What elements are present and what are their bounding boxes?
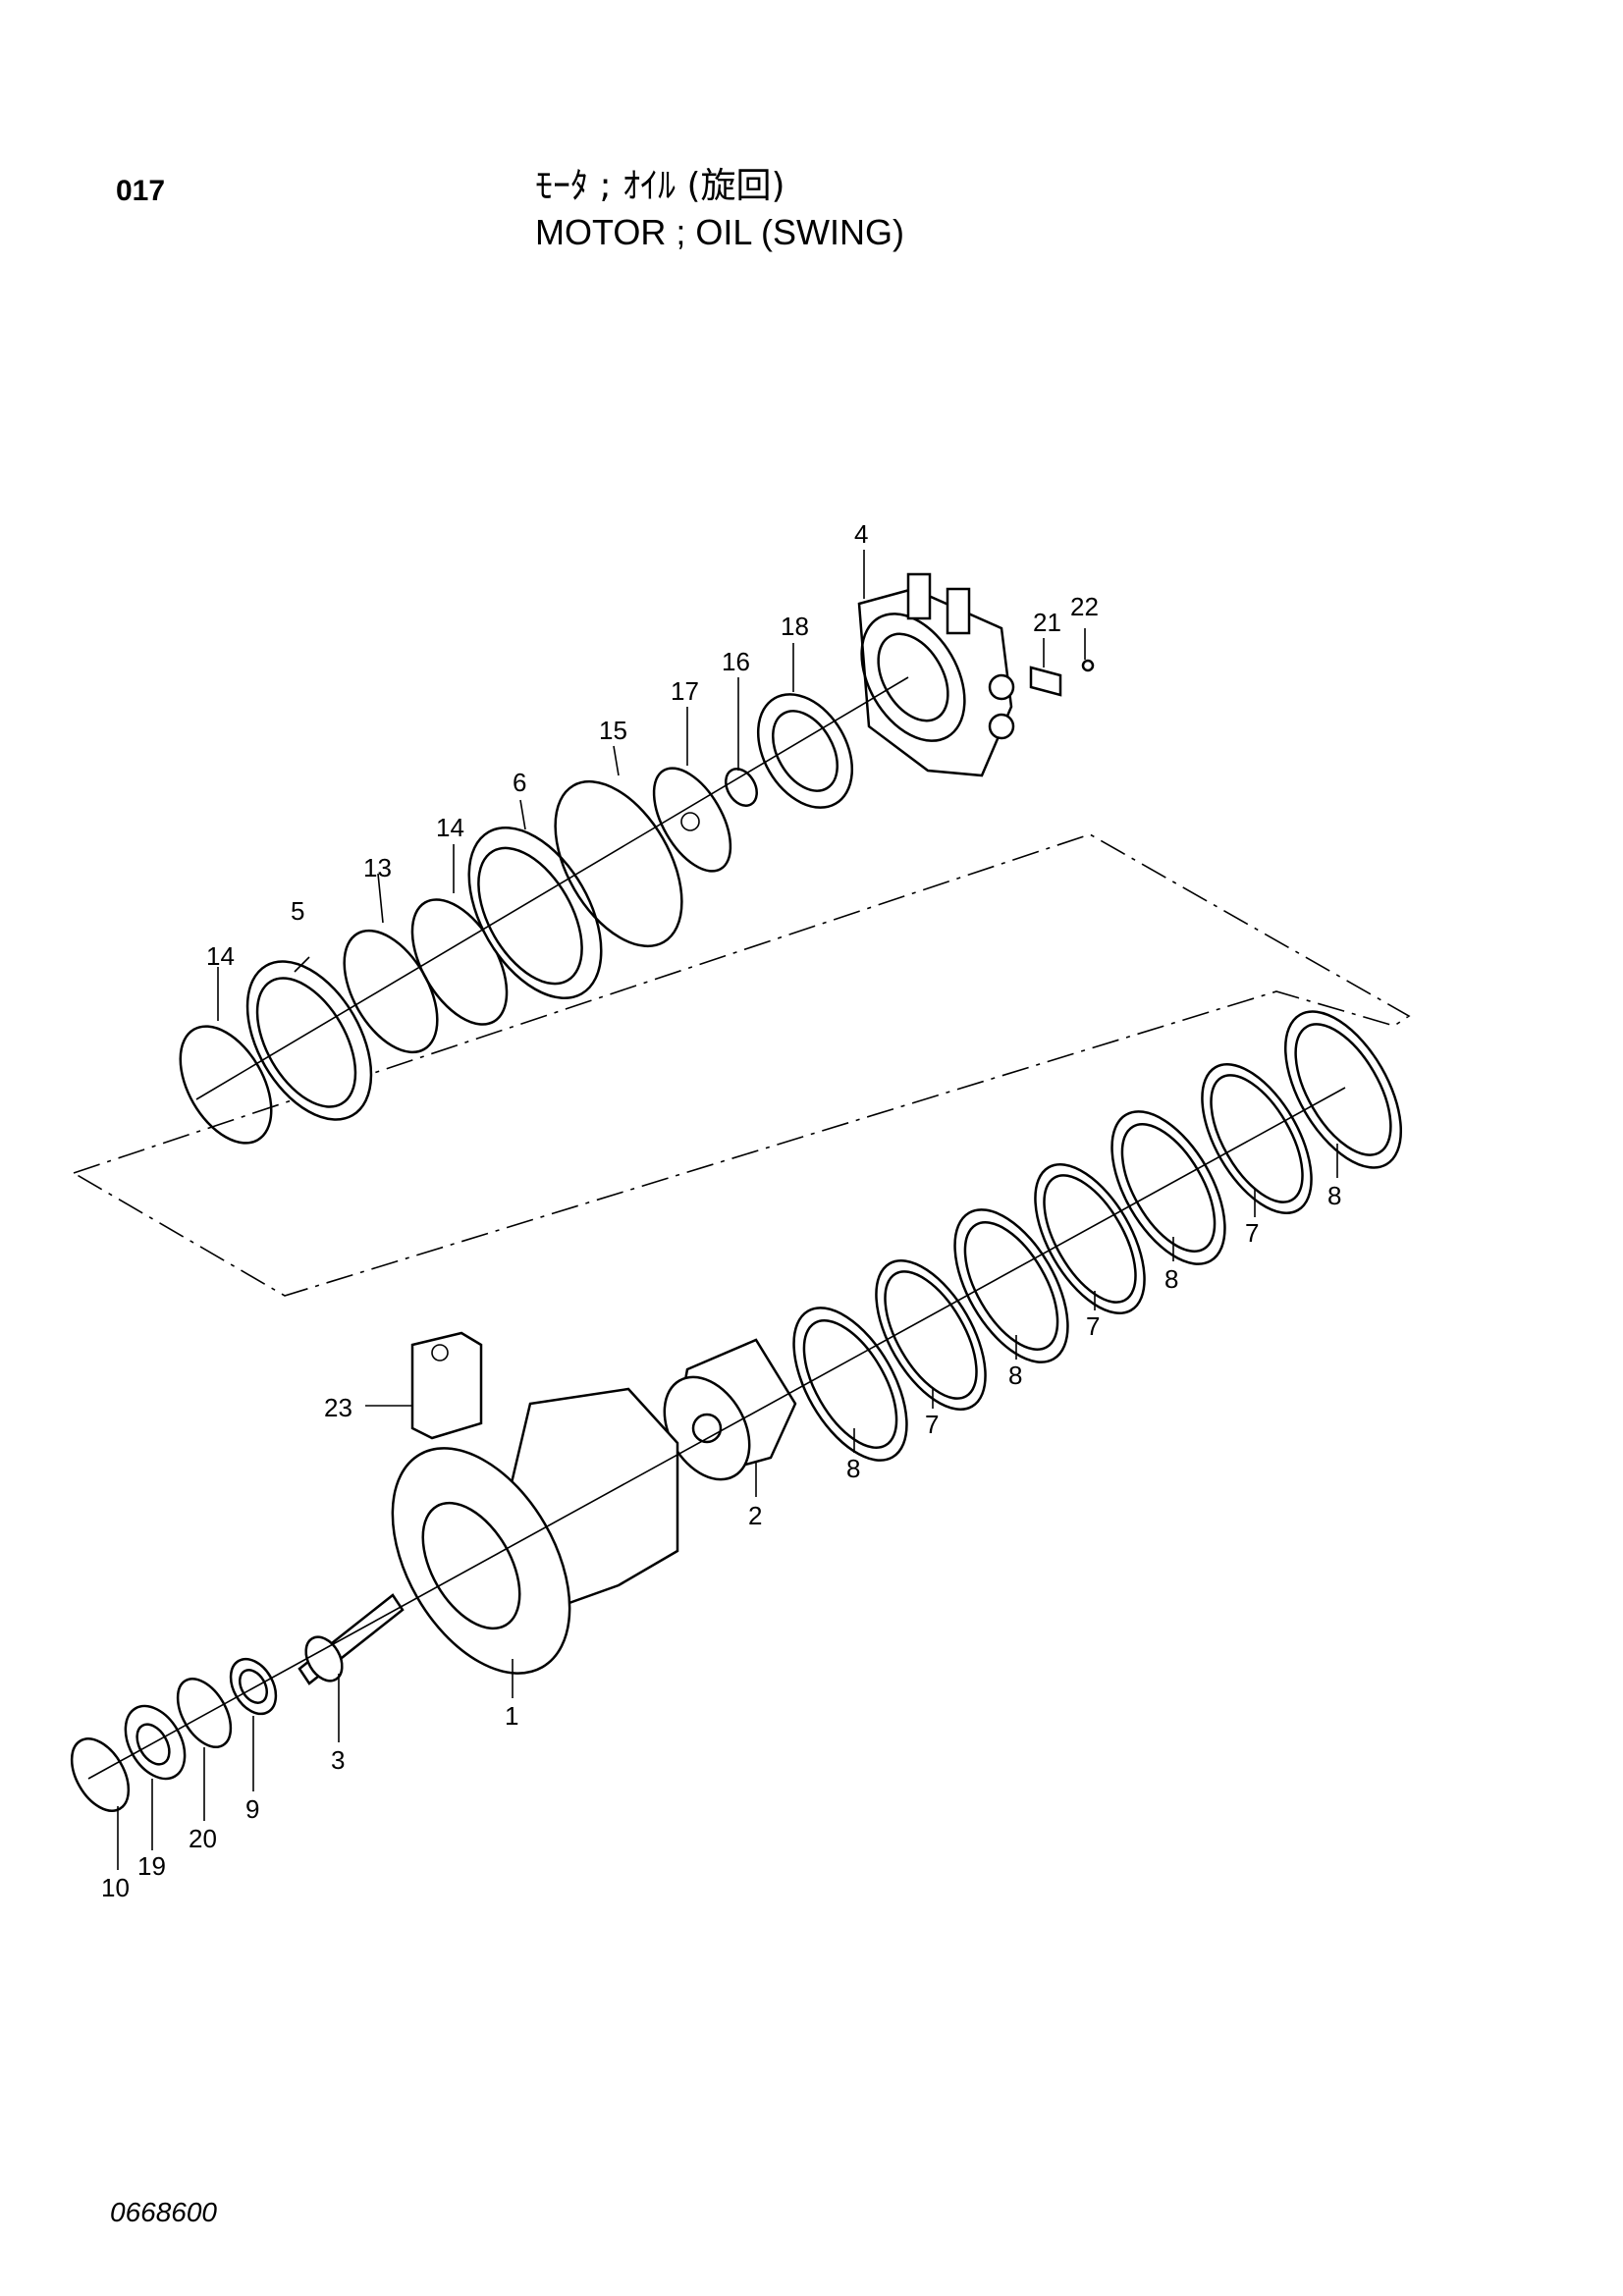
callout-2: 2 — [748, 1501, 762, 1530]
callout-6: 6 — [513, 768, 526, 797]
part-16-bearing — [725, 768, 758, 807]
callout-7-c: 7 — [1245, 1218, 1259, 1248]
callout-leaders — [117, 550, 1338, 1870]
part-1-housing — [391, 1387, 679, 1675]
part-5-ring — [245, 960, 373, 1121]
part-20-oring — [176, 1678, 233, 1748]
lower-axis-line — [87, 1087, 1346, 1780]
callout-4: 4 — [854, 519, 868, 549]
part-6-ring — [467, 827, 603, 999]
part-3-shaft — [298, 1593, 405, 1685]
part-8-plate-c — [1110, 1110, 1226, 1265]
callout-8-c: 8 — [1164, 1264, 1178, 1294]
callout-10: 10 — [101, 1873, 130, 1902]
callout-19: 19 — [137, 1851, 166, 1881]
part-21-plate — [1029, 666, 1062, 697]
callout-8-b: 8 — [1008, 1361, 1022, 1390]
page-title-english: MOTOR ; OIL (SWING) — [535, 212, 904, 252]
part-9-bearing — [229, 1657, 278, 1716]
page-number: 017 — [116, 175, 166, 207]
part-14-oring-left — [179, 1025, 273, 1145]
part-7-plate-c — [1201, 1063, 1313, 1214]
callout-8-d: 8 — [1327, 1181, 1341, 1210]
part-8-plate-a — [792, 1307, 908, 1462]
callout-18: 18 — [781, 612, 809, 641]
callout-15: 15 — [599, 716, 627, 745]
assembly-boundary-dashed — [73, 833, 1411, 1297]
callout-8-a: 8 — [846, 1454, 860, 1483]
callout-23: 23 — [324, 1393, 352, 1422]
callout-22: 22 — [1070, 592, 1099, 621]
part-18-spring-stack — [756, 693, 854, 809]
callout-5: 5 — [291, 896, 304, 926]
callout-21: 21 — [1033, 608, 1061, 637]
part-22-screw — [1081, 659, 1095, 672]
callout-7-b: 7 — [1086, 1311, 1100, 1341]
callout-20: 20 — [189, 1824, 217, 1853]
part-17-plate — [652, 767, 732, 873]
part-4-valve-casing — [857, 572, 1015, 777]
callout-9: 9 — [245, 1794, 259, 1824]
callout-16: 16 — [722, 647, 750, 676]
callout-3: 3 — [331, 1745, 345, 1775]
callout-14-lower: 14 — [206, 941, 235, 971]
callout-7-a: 7 — [925, 1410, 939, 1439]
part-8-plate-b — [953, 1208, 1069, 1363]
part-7-plate-a — [875, 1259, 987, 1411]
page-title-japanese: ﾓｰﾀ ; ｵｲﾙ (旋回) — [535, 166, 785, 206]
callout-1: 1 — [505, 1701, 518, 1731]
part-23-valve-block — [410, 1331, 483, 1440]
part-15-oring-large — [554, 779, 683, 948]
drawing-number: 0668600 — [110, 2197, 218, 2227]
callout-14-upper: 14 — [436, 813, 464, 842]
part-10-snap-ring — [70, 1737, 131, 1812]
callout-13: 13 — [363, 853, 392, 882]
part-7-plate-b — [1034, 1163, 1146, 1314]
callout-17: 17 — [671, 676, 699, 706]
upper-axis-line — [195, 676, 909, 1100]
